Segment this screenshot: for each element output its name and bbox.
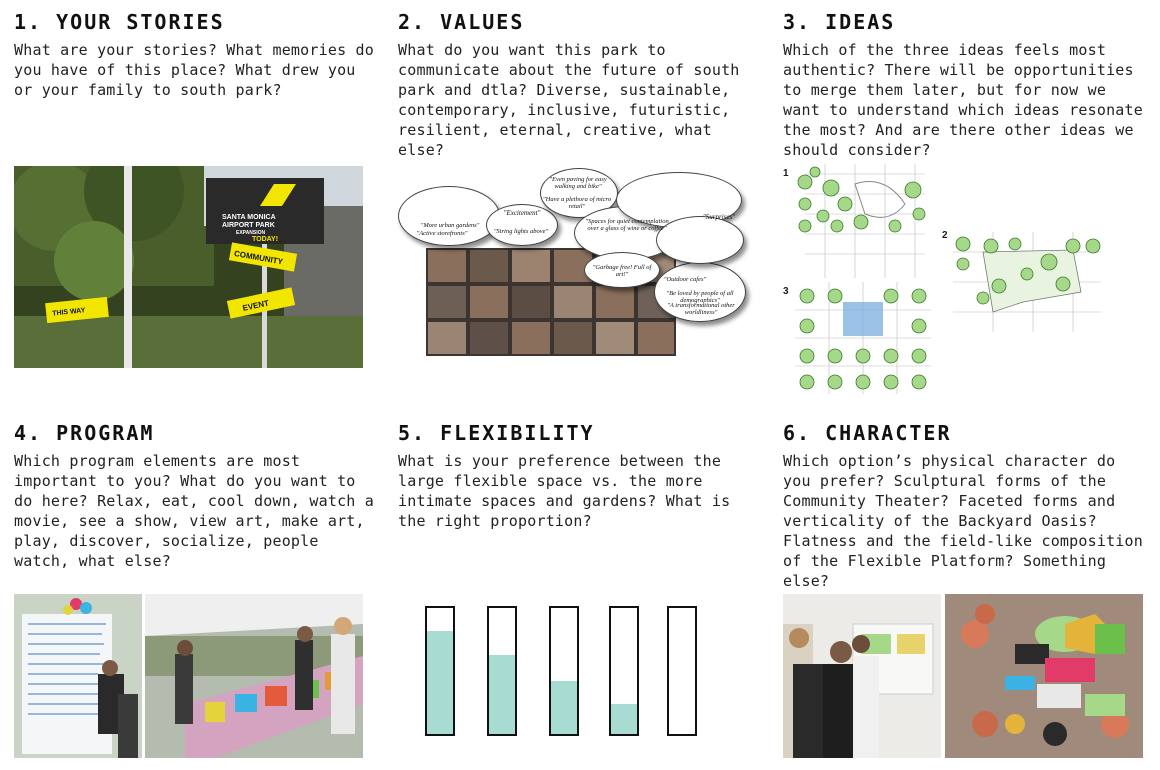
bubble-text: "A transformational other worldliness" (667, 302, 735, 316)
speech-bubble (398, 186, 500, 246)
arrow-this-way-label: THIS WAY (51, 307, 86, 318)
photo-program-table (145, 594, 363, 758)
sign-line3: EXPANSION (236, 230, 266, 236)
section-text: Which option’s physical character do you… (783, 452, 1143, 590)
section-flexibility: 5. FLEXIBILITY What is your preference b… (398, 421, 763, 531)
values-collage: "Excitement" "Have a plethora of micro r… (398, 166, 768, 358)
section-title: 6. CHARACTER (783, 421, 952, 445)
sign-line1: SANTA MONICA (222, 214, 276, 221)
flex-bar (425, 606, 455, 736)
speech-bubble (654, 262, 746, 322)
idea-number: 3 (783, 286, 789, 297)
section-title: 1. YOUR STORIES (14, 10, 225, 34)
section-text: Which of the three ideas feels most auth… (783, 41, 1143, 159)
bubble-text: "Spaces for quiet contemplation over a g… (585, 218, 669, 232)
sign-line2: AIRPORT PARK (222, 222, 275, 229)
bubble-text: "Garbage free! Full of art!" (592, 264, 652, 278)
ideas-plans: 1 2 3 (783, 164, 1143, 394)
flex-bar (609, 606, 639, 736)
section-text: What is your preference between the larg… (398, 452, 731, 530)
bubble-text: "String lights above" (493, 228, 549, 235)
section-program: 4. PROGRAM Which program elements are mo… (14, 421, 379, 571)
site-plan-2 (953, 232, 1101, 332)
flex-bar-fill (489, 654, 515, 734)
photo-program-board (14, 594, 142, 758)
section-title: 2. VALUES (398, 10, 525, 34)
bubble-text: "Outdoor cafes" (663, 276, 707, 283)
section-title: 5. FLEXIBILITY (398, 421, 595, 445)
bubble-text: "Even paving for easy walking and bike" (549, 176, 607, 190)
speech-bubble (486, 204, 558, 246)
photo-character-people (783, 594, 941, 758)
bubble-text: "Active storefronts" (416, 230, 468, 237)
section-title: 4. PROGRAM (14, 421, 155, 445)
section-title: 3. IDEAS (783, 10, 896, 34)
section-values: 2. VALUES What do you want this park to … (398, 10, 763, 160)
section-text: What are your stories? What memories do … (14, 41, 374, 99)
bubble-text: "Be loved by people of all demographics" (666, 290, 734, 304)
speech-bubble (584, 252, 660, 288)
flex-bar (667, 606, 697, 736)
idea-number: 1 (783, 168, 789, 179)
section-character: 6. CHARACTER Which option’s physical cha… (783, 421, 1148, 591)
photo-character-collage (945, 594, 1143, 758)
bubble-text: "Have a plethora of micro retail" (542, 196, 612, 210)
flex-bars (425, 606, 705, 736)
bubble-text: "Surprises" (702, 213, 736, 221)
section-stories: 1. YOUR STORIES What are your stories? W… (14, 10, 379, 100)
section-text: What do you want this park to communicat… (398, 41, 740, 159)
speech-bubble (656, 216, 744, 264)
bubble-text: "More urban gardens" (420, 222, 480, 229)
flex-bar-fill (427, 630, 453, 734)
flex-bar-fill (611, 703, 637, 734)
section-ideas: 3. IDEAS Which of the three ideas feels … (783, 10, 1148, 160)
site-plan-1 (795, 164, 931, 278)
flex-bar-fill (551, 681, 577, 734)
sign-today: TODAY! (252, 236, 279, 243)
flex-bar (487, 606, 517, 736)
idea-number: 2 (942, 230, 948, 241)
site-plan-3 (795, 282, 931, 394)
section-text: Which program elements are most importan… (14, 452, 374, 570)
bubble-text: "Excitement" (503, 209, 541, 217)
photo-event-sign: SANTA MONICA AIRPORT PARK EXPANSION TODA… (14, 166, 363, 368)
flex-bar (549, 606, 579, 736)
